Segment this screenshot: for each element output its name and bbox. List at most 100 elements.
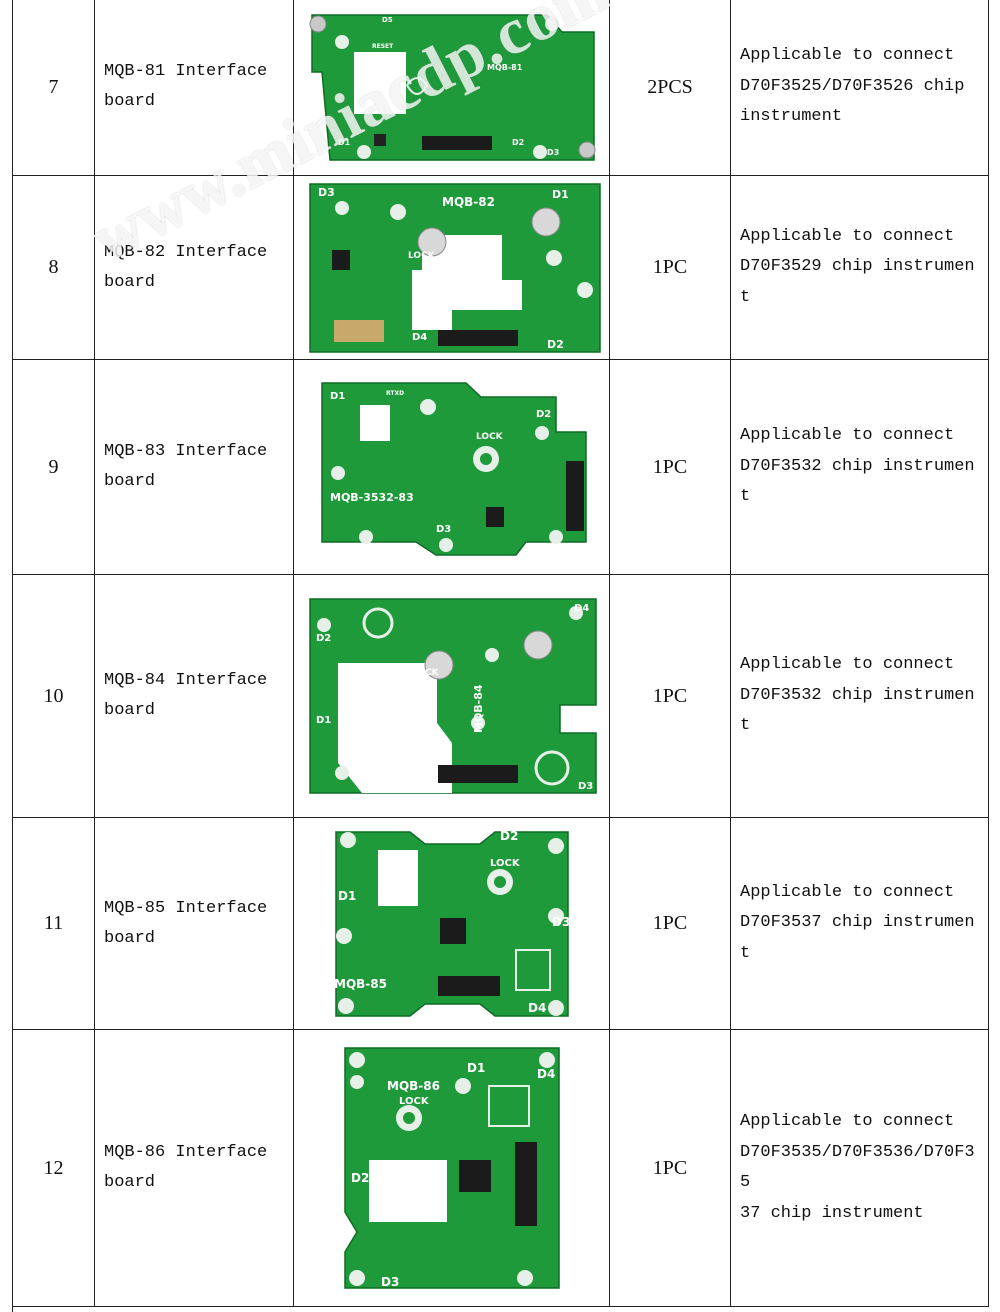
product-name: MQB-84 Interface board [94,574,294,818]
product-image: MQB-85 D1 D2 D3 D4 LOCK [293,817,610,1030]
product-name-line2: board [104,1173,156,1192]
product-name-line1: MQB-85 Interface [104,898,268,918]
description-line: Applicable to connect [740,655,955,675]
product-name-line1: MQB-86 Interface [104,1143,268,1162]
board-label-mark: D3 [318,186,335,199]
board-label-mark: D4 [574,603,589,614]
board-label-mark: D4 [412,332,427,343]
board-label-mark: D3 [547,148,559,157]
description-line: Applicable to connect [740,882,955,902]
board-label-mark: D3 [578,781,593,792]
row-number: 11 [12,817,95,1030]
product-name-line2: board [104,472,156,491]
product-name-line1: MQB-81 Interface [104,62,268,81]
description-line: D70F3537 chip instrument [740,913,975,963]
board-label-mark: D4 [537,1067,555,1081]
board-label-mark: LOCK [490,858,521,869]
row-number: 10 [12,574,95,818]
product-name-line2: board [104,92,156,111]
product-name-line2: board [104,928,156,948]
row-number: 12 [12,1029,95,1307]
board-label-mark: D1 [338,138,351,147]
board-label-mark: D3 [381,1275,399,1289]
board-label-mark: D2 [512,138,524,147]
board-label-mark: LOCK [412,668,440,678]
board-label-title: MQB-82 [442,195,495,209]
table-row: 9 MQB-83 Interface board MQB-3532-83 D1 D… [12,359,989,575]
next-row-edge [12,1305,989,1312]
product-image: MQB-3532-83 D1 D2 D3 LOCK RTXD [293,359,610,575]
product-image: MQB-84 D1 D2 D3 D4 LOCK [293,574,610,818]
description-line: D70F3525/D70F3526 chip [740,76,965,96]
board-photo: MQB-85 D1 D2 D3 D4 LOCK [334,829,570,1017]
board-label-mark: D1 [330,391,345,402]
board-photo: MQB-3532-83 D1 D2 D3 LOCK RTXD [320,382,587,556]
board-label-mark: D1 [467,1061,485,1075]
board-label-mark: D1 [552,188,569,201]
board-label-mark: RTXD [386,390,404,397]
description-line: Applicable to connect [740,1112,955,1131]
quantity: 1PC [609,574,731,818]
quantity: 1PC [609,175,731,360]
board-label-mark: D5 [382,16,393,24]
product-name-line1: MQB-83 Interface [104,442,268,461]
board-label-title: MQB-85 [334,977,387,991]
description-line: Applicable to connect [740,226,955,246]
row-number: 9 [12,359,95,575]
board-label-title: MQB-81 [487,63,523,72]
board-label-mark: LOCK [399,1096,430,1107]
description-line: D70F3532 chip instrument [740,685,975,736]
board-label-mark: D2 [316,633,331,644]
board-photo: MQB-86 D1 D2 D3 D4 LOCK [343,1047,560,1289]
board-label-mark: LOCK [476,432,504,442]
quantity: 1PC [609,359,731,575]
product-image: MQB-81 D1 D2 D3 D5 RESET [293,0,610,176]
description-line: Applicable to connect [740,426,955,446]
product-name: MQB-83 Interface board [94,359,294,575]
description-line: D70F3532 chip instrument [740,456,975,507]
product-name: MQB-81 Interface board [94,0,294,176]
board-label-mark: D2 [351,1171,369,1185]
description-line: D70F3529 chip instrument [740,257,975,307]
board-label-mark: D2 [547,338,564,351]
quantity: 2PCS [609,0,731,176]
product-name: MQB-82 Interface board [94,175,294,360]
product-name: MQB-86 Interface board [94,1029,294,1307]
board-photo: MQB-84 D1 D2 D3 D4 LOCK [308,598,597,794]
quantity: 1PC [609,1029,731,1307]
product-name-line1: MQB-82 Interface [104,242,268,262]
board-photo: MQB-81 D1 D2 D3 D5 RESET [309,13,595,161]
description-line: Applicable to connect [740,46,955,66]
product-name-line2: board [104,701,156,720]
product-image: MQB-86 D1 D2 D3 D4 LOCK [293,1029,610,1307]
board-label-mark: LOCK [408,251,436,261]
board-photo: MQB-82 D1 D2 D3 D4 LOCK [308,182,601,353]
description-line: D70F3535/D70F3536/D70F35 [740,1142,975,1193]
board-label-mark: D4 [528,1001,546,1015]
product-name-line1: MQB-84 Interface [104,671,268,690]
board-label-mark: D1 [316,715,331,726]
board-label-mark: D2 [536,409,551,420]
description-line: 37 chip instrument [740,1203,924,1223]
quantity: 1PC [609,817,731,1030]
table-row: 12 MQB-86 Interface board MQB-86 D1 D2 D3… [12,1029,989,1307]
description-line: instrument [740,107,843,127]
board-label-mark: RESET [372,43,394,50]
board-label-mark: D1 [338,889,356,903]
product-name-line2: board [104,272,156,292]
board-label-title: MQB-3532-83 [330,491,414,504]
board-label-mark: D2 [500,829,518,843]
board-label-title: MQB-86 [387,1079,440,1093]
product-name: MQB-85 Interface board [94,817,294,1030]
board-label-title: MQB-84 [472,684,485,733]
table-row: 11 MQB-85 Interface board MQB-85 D1 D2 D3… [12,817,989,1030]
product-image: MQB-82 D1 D2 D3 D4 LOCK [293,175,610,360]
